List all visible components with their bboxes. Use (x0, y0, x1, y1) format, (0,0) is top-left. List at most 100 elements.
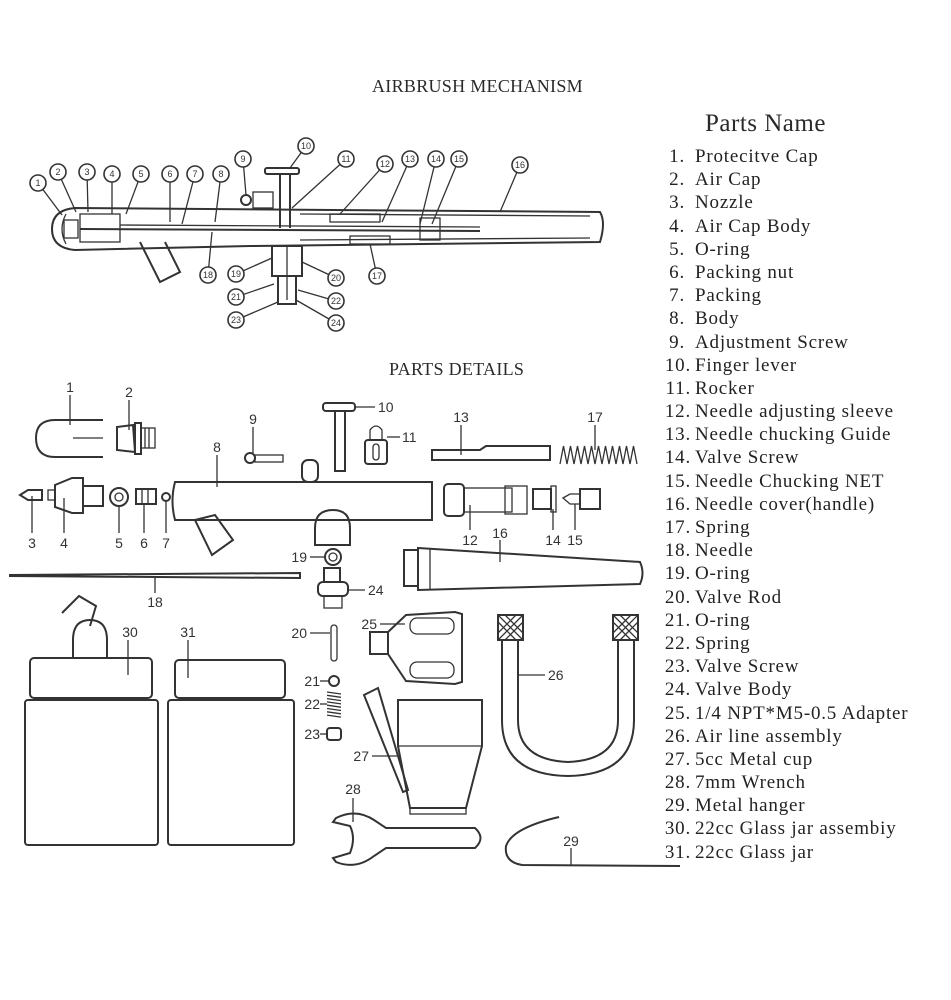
mechanism-callout: 17 (368, 243, 386, 285)
label-19: 19 (291, 549, 307, 565)
mechanism-callout: 3 (78, 163, 96, 213)
part-needle-chucking-guide (431, 445, 551, 461)
label-1: 1 (66, 379, 74, 395)
adjustment-screw-head (240, 194, 252, 206)
spring-coil (326, 697, 342, 702)
callout-number: 20 (331, 273, 341, 283)
part-needle-cover (403, 549, 419, 587)
mechanism-callout: 24 (295, 299, 345, 332)
label-17: 17 (587, 409, 603, 425)
part-number: 17. (664, 517, 691, 538)
part-name: O-ring (695, 609, 751, 631)
label-29: 29 (563, 833, 579, 849)
callout-number: 2 (55, 167, 60, 177)
label-24: 24 (368, 582, 384, 598)
part-number: 27. (664, 748, 691, 770)
part-number: 24. (664, 679, 691, 701)
mechanism-callout: 18 (199, 231, 217, 284)
part-number: 1. (669, 146, 685, 167)
part-number: 12. (664, 401, 691, 423)
part-name: Valve Screw (695, 656, 800, 678)
parts-list-item: 22.Spring (663, 632, 908, 655)
nozzle-tip (63, 219, 79, 239)
parts-list-item: 29.Metal hanger (663, 794, 908, 817)
part-name: Protecitve Cap (695, 146, 819, 167)
part-name: Packing nut (695, 261, 795, 283)
parts-list-item: 25.1/4 NPT*M5-0.5 Adapter (663, 702, 908, 725)
part-name: Air Cap (695, 169, 762, 191)
callout-number: 16 (515, 160, 525, 170)
part-air-cap (116, 423, 137, 454)
part-name: Needle cover(handle) (695, 493, 876, 515)
label-28: 28 (345, 781, 361, 797)
spring-coil (326, 691, 342, 695)
part-number: 7. (669, 285, 685, 307)
label-11: 11 (402, 429, 417, 445)
callout-circle (186, 165, 204, 183)
label-14: 14 (545, 532, 561, 548)
part-finger-lever (322, 402, 356, 412)
spring-coil (326, 707, 342, 712)
part-metal-cup-spout (362, 686, 410, 794)
mechanism-callout: 16 (499, 156, 529, 213)
part-valve-rod (330, 624, 338, 662)
parts-list-item: 20.Valve Rod (663, 586, 908, 609)
part-number: 25. (664, 702, 691, 724)
part-number: 16. (664, 493, 691, 515)
mechanism-callout: 13 (381, 150, 419, 223)
part-name: 22cc Glass jar assembiy (695, 818, 897, 840)
part-name: Spring (695, 517, 751, 538)
mechanism-callout: 19 (227, 257, 273, 283)
parts-list-item: 21.O-ring (663, 609, 908, 632)
protective-cap-outline (61, 213, 67, 245)
callout-number: 22 (331, 296, 341, 306)
callout-circle (327, 314, 345, 332)
part-adjustment-screw (244, 452, 256, 464)
part-body (171, 481, 433, 521)
part-number: 10. (664, 354, 691, 376)
callout-circle (450, 150, 468, 168)
part-needle (9, 571, 301, 580)
part-number: 4. (669, 215, 685, 237)
callout-number: 4 (109, 169, 114, 179)
callout-number: 18 (203, 270, 213, 280)
parts-list-item: 10.Finger lever (663, 354, 908, 377)
parts-list-item: 3.Nozzle (663, 191, 908, 214)
label-25: 25 (361, 616, 377, 632)
parts-list-item: 26.Air line assembly (663, 725, 908, 748)
callout-number: 1 (35, 178, 40, 188)
part-o-ring-19 (324, 548, 342, 566)
part-protective-cap (34, 419, 103, 458)
parts-list-item: 4.Air Cap Body (663, 215, 908, 238)
callout-number: 7 (192, 169, 197, 179)
needle-chucking-net (419, 217, 441, 241)
callout-number: 8 (218, 169, 223, 179)
mechanism-callout: 14 (419, 150, 445, 225)
mechanism-callout: 1 (29, 174, 63, 216)
mechanism-title: AIRBRUSH MECHANISM (372, 76, 583, 96)
parts-list-item: 12.Needle adjusting sleeve (663, 400, 908, 423)
part-glass-jar-assembly-lid (29, 657, 153, 699)
part-number: 14. (664, 447, 691, 469)
part-number: 2. (669, 169, 685, 191)
part-number: 31. (664, 841, 691, 863)
part-number: 28. (664, 772, 691, 794)
label-12: 12 (462, 532, 478, 548)
mechanism-callout: 23 (227, 301, 279, 329)
part-glass-jar-lid (174, 659, 286, 699)
part-number: 29. (664, 795, 691, 817)
part-valve-screw-14 (532, 488, 552, 510)
part-valve-body (323, 567, 341, 583)
part-name: 5cc Metal cup (695, 748, 814, 770)
part-name: Body (695, 308, 740, 330)
part-name: Spring (695, 632, 751, 654)
part-name: Nozzle (695, 192, 754, 214)
parts-list-item: 23.Valve Screw (663, 655, 908, 678)
callout-number: 21 (231, 292, 241, 302)
callout-number: 11 (341, 154, 350, 164)
part-name: Metal hanger (695, 795, 806, 817)
label-16: 16 (492, 525, 508, 541)
parts-list-item: 5.O-ring (663, 238, 908, 261)
parts-list-item: 9.Adjustment Screw (663, 331, 908, 354)
callout-circle (161, 165, 179, 183)
